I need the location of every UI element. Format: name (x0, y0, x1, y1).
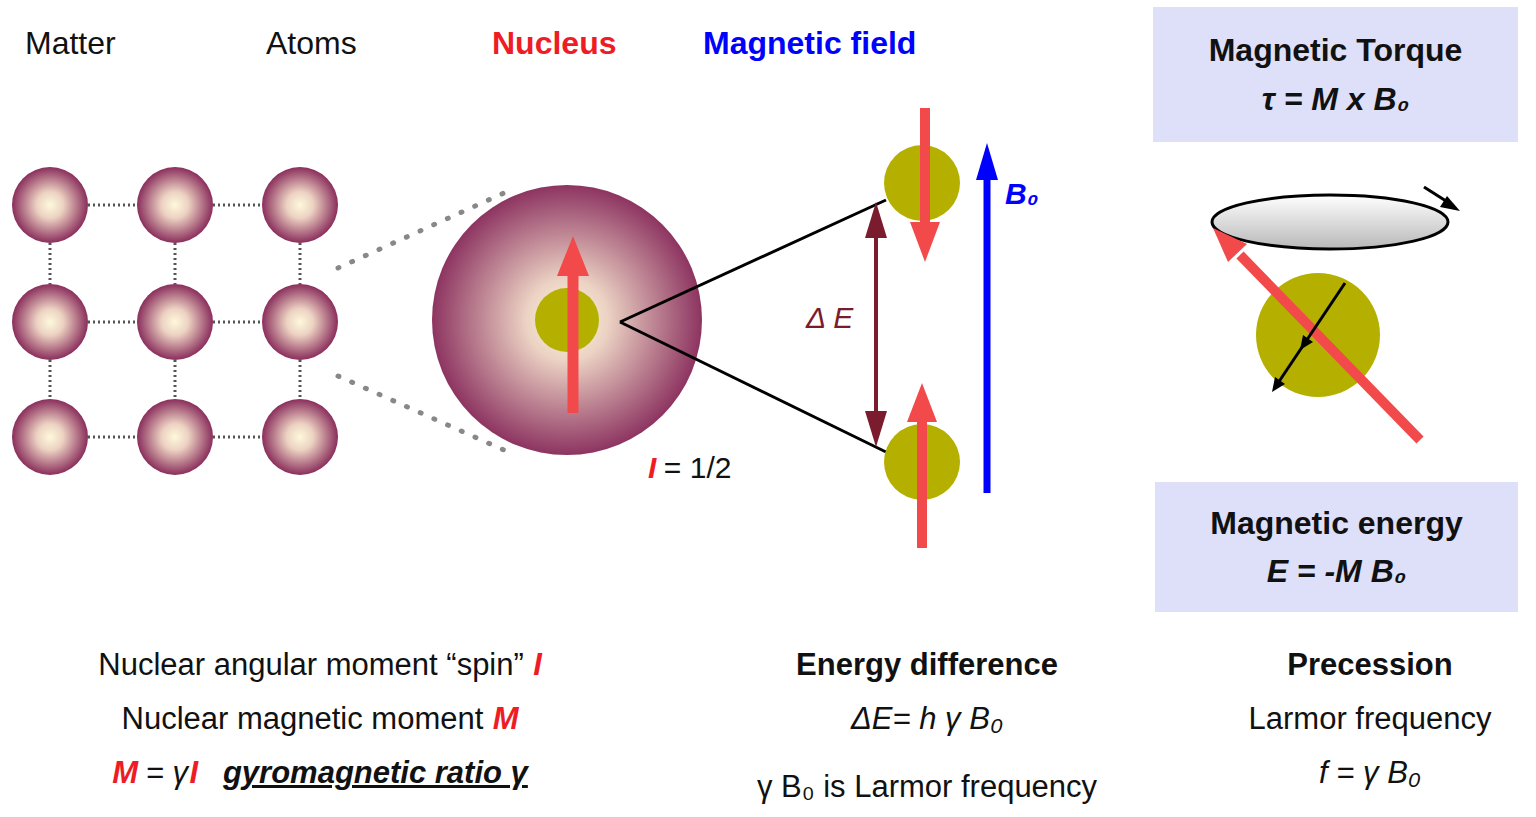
text-line: Atoms (266, 24, 357, 62)
text-line: Nuclear magnetic momentM (122, 700, 519, 737)
spin-up-arrow (907, 383, 937, 548)
split-lines (620, 200, 886, 452)
nucleus-core (535, 288, 599, 352)
spin-down-arrow (910, 108, 940, 262)
text-line: γ B₀ is Larmor frequency (757, 768, 1097, 805)
description-text: Nuclear angular moment “spin” (98, 646, 524, 683)
spin-symbol: I (648, 450, 656, 486)
box-heading: Magnetic energy (1210, 504, 1463, 542)
text-line: Precession (1287, 646, 1452, 683)
energy-gap-arrow (865, 202, 887, 447)
formula-text: = γ (146, 754, 188, 791)
section-heading: Nucleus (492, 24, 616, 62)
text-line: Matter (25, 24, 116, 62)
box-formula: τ = M x B₀ (1262, 80, 1410, 118)
atom-large (432, 185, 702, 455)
formula-text: ΔE= h γ B₀ (851, 700, 1003, 737)
energy-box: Magnetic energy E = -M B₀ (1155, 482, 1518, 612)
text-line: M= γIgyromagnetic ratio γ (112, 754, 528, 791)
moment-symbol: M (493, 700, 519, 737)
definition-text: gyromagnetic ratio γ (223, 754, 528, 791)
moment-symbol: M (112, 754, 138, 791)
text-line: B₀ (1005, 176, 1039, 212)
description-text: Nuclear magnetic moment (122, 700, 484, 737)
description-text: Larmor frequency (1249, 700, 1492, 737)
text-line: I= 1/2 (648, 450, 731, 486)
description-text: γ B₀ is Larmor frequency (757, 768, 1097, 805)
energy-gap-label: Δ E (806, 300, 853, 336)
spin-symbol: I (533, 646, 542, 683)
text-line: Nuclear angular moment “spin”I (98, 646, 542, 683)
torque-box: Magnetic Torque τ = M x B₀ (1153, 7, 1518, 142)
section-heading: Matter (25, 24, 116, 62)
field-label: B₀ (1005, 176, 1039, 212)
field-arrow (976, 143, 998, 493)
text-line: f = γ B₀ (1319, 754, 1421, 791)
box-heading: Magnetic Torque (1209, 31, 1463, 69)
text-line: ΔE= h γ B₀ (851, 700, 1003, 737)
text-line: Energy difference (796, 646, 1058, 683)
section-heading: Magnetic field (703, 24, 916, 62)
atom-spheres (12, 167, 338, 475)
text-line: Larmor frequency (1249, 700, 1492, 737)
spin-symbol: I (190, 754, 199, 791)
section-heading: Precession (1287, 646, 1452, 683)
spin-value: = 1/2 (664, 450, 732, 486)
section-heading: Energy difference (796, 646, 1058, 683)
section-heading: Atoms (266, 24, 357, 62)
formula-text: f = γ B₀ (1319, 754, 1421, 791)
spin-arrow (557, 236, 589, 413)
precession-figure (1212, 187, 1460, 440)
text-line: Magnetic field (703, 24, 916, 62)
box-formula: E = -M B₀ (1267, 552, 1407, 590)
text-line: Nucleus (492, 24, 616, 62)
text-line: Δ E (806, 300, 853, 336)
